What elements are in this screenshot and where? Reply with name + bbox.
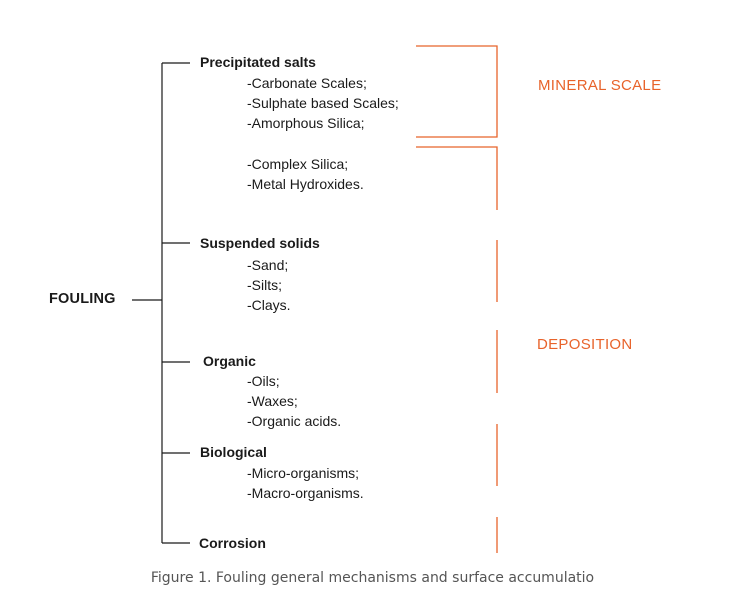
list-item: -Organic acids. — [247, 413, 342, 429]
group-label-deposition: DEPOSITION — [537, 336, 633, 353]
mineral-scale-bracket — [416, 45, 498, 138]
category-label-suspended-solids: Suspended solids — [200, 235, 320, 251]
item-list-biological: -Micro-organisms; -Macro-organisms. — [247, 463, 364, 503]
root-label-fouling: FOULING — [49, 291, 116, 307]
category-label-organic: Organic — [203, 353, 256, 369]
group-label-mineral-scale: MINERAL SCALE — [538, 77, 662, 94]
item-list-precipitated-salts: -Carbonate Scales; -Sulphate based Scale… — [247, 73, 399, 133]
item-list-precipitated-salts-continued: -Complex Silica; -Metal Hydroxides. — [247, 154, 364, 194]
category-label-biological: Biological — [200, 444, 267, 460]
category-label-precipitated-salts: Precipitated salts — [200, 54, 316, 70]
list-item: -Sulphate based Scales; — [247, 95, 399, 111]
list-item: -Sand; — [247, 257, 289, 273]
list-item: -Micro-organisms; — [247, 465, 360, 481]
item-list-organic: -Oils; -Waxes; -Organic acids. — [247, 371, 341, 431]
list-item: -Carbonate Scales; — [247, 75, 367, 91]
list-item: -Metal Hydroxides. — [247, 176, 364, 192]
figure-caption: Figure 1. Fouling general mechanisms and… — [150, 570, 595, 586]
deposition-bracket-top — [416, 146, 498, 210]
list-item: -Amorphous Silica; — [247, 115, 365, 131]
list-item: -Macro-organisms. — [247, 485, 364, 501]
list-item: -Oils; — [247, 373, 280, 389]
list-item: -Clays. — [247, 297, 291, 313]
item-list-suspended-solids: -Sand; -Silts; -Clays. — [247, 255, 291, 315]
list-item: -Complex Silica; — [247, 156, 349, 172]
list-item: -Silts; — [247, 277, 282, 293]
list-item: -Waxes; — [247, 393, 298, 409]
category-label-corrosion: Corrosion — [199, 535, 266, 551]
